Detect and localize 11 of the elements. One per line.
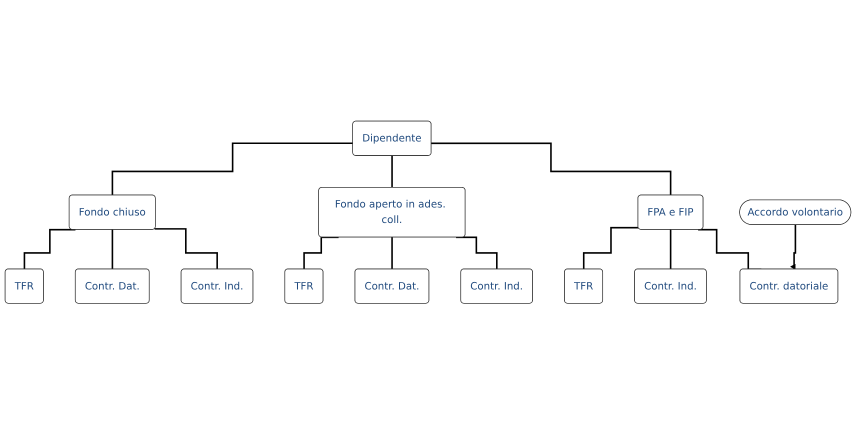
connector: [112, 229, 114, 270]
connector: [582, 227, 638, 270]
connector: [431, 142, 672, 196]
connector: [303, 236, 339, 270]
connector: [391, 236, 393, 270]
connector: [670, 229, 672, 270]
connector: [456, 236, 498, 270]
arrow: [790, 224, 796, 270]
connector: [391, 155, 393, 189]
connector: [154, 228, 218, 270]
connector: [112, 142, 353, 196]
